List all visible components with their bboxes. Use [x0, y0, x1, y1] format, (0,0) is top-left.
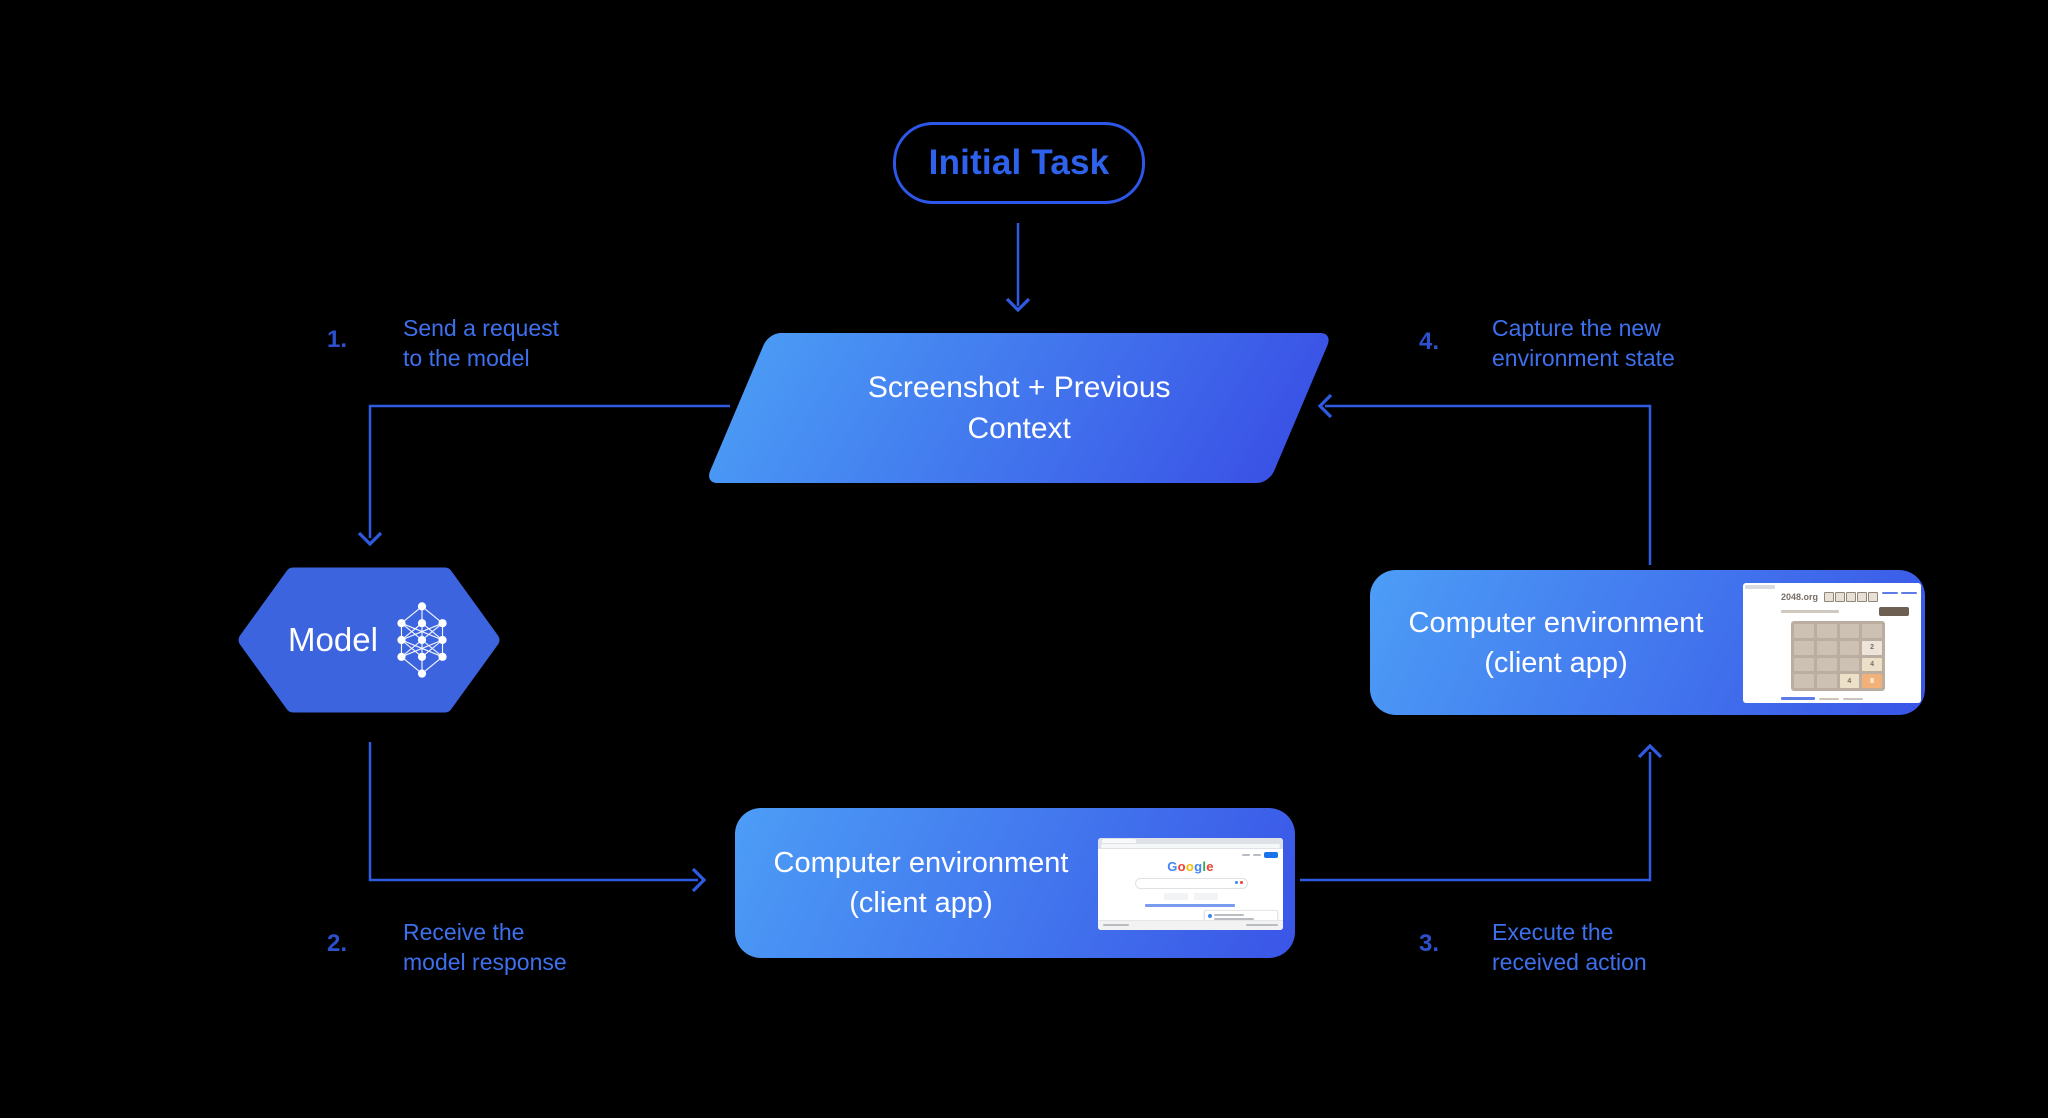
- blur-text-bar: [1103, 924, 1129, 926]
- initial-task-label: Initial Task: [928, 143, 1110, 182]
- blur-text-bar: [1246, 924, 1278, 926]
- browser-chrome: [1098, 838, 1283, 849]
- step-2-label: Receive the model response: [403, 919, 567, 975]
- computer-environment-label: Computer environment (client app): [1408, 606, 1704, 679]
- game-subheader: [1781, 607, 1909, 616]
- arrow-context-to-model: [368, 404, 730, 538]
- step-3-label: Execute the received action: [1492, 919, 1647, 975]
- address-bar: [1101, 844, 1280, 848]
- browser-tab: [1745, 585, 1775, 589]
- model-node: Model: [238, 567, 500, 713]
- blur-text-bar: [1843, 697, 1863, 700]
- screenshot-context-label: Screenshot + Previous Context: [867, 371, 1171, 445]
- browser-tab: [1102, 839, 1136, 843]
- blur-text-bar: [1819, 697, 1839, 700]
- score-boxes: [1824, 592, 1879, 602]
- arrow-model-to-env: [368, 742, 698, 882]
- google-search-buttons: [1098, 893, 1283, 900]
- page-links: [1882, 592, 1917, 594]
- blur-text-bar: [1253, 854, 1261, 856]
- screenshot-context-node: Screenshot + Previous Context: [705, 333, 1333, 483]
- tile-4: 4: [1862, 657, 1882, 672]
- tile-4: 4: [1839, 674, 1860, 688]
- arrow-env-to-env-head: [1637, 743, 1663, 759]
- new-game-button: [1879, 607, 1909, 616]
- step-3-number: 3.: [1419, 930, 1440, 957]
- arrow-env-to-env: [1300, 752, 1652, 882]
- hexagon-shape: [238, 567, 500, 713]
- blur-text-bar: [1882, 592, 1898, 594]
- lens-icon: [1240, 881, 1243, 884]
- blur-text-bar: [1214, 914, 1244, 916]
- step-2-number: 2.: [327, 930, 348, 957]
- blur-text-bar: [1242, 854, 1250, 856]
- blur-text-bar: [1901, 592, 1917, 594]
- step-1-label: Send a request to the model: [403, 315, 560, 371]
- google-homepage-thumbnail: Google: [1098, 838, 1283, 930]
- blur-text-bar: [1781, 610, 1839, 613]
- model-label: Model: [288, 621, 378, 658]
- game-header: 2048.org: [1781, 592, 1879, 602]
- game-footer: [1781, 697, 1863, 700]
- step-1-number: 1.: [327, 326, 348, 353]
- feeling-lucky-button: [1193, 893, 1218, 900]
- tile-2: 2: [1862, 640, 1882, 655]
- google-footer: [1098, 920, 1283, 930]
- google-logo: Google: [1167, 859, 1214, 874]
- blur-link-bar: [1781, 697, 1815, 700]
- site-title: 2048.org: [1781, 592, 1819, 602]
- language-links: [1145, 904, 1235, 907]
- step-4-number: 4.: [1419, 328, 1440, 355]
- google-header-links: [1242, 852, 1278, 858]
- initial-task-node: Initial Task: [893, 122, 1145, 204]
- mic-icon: [1235, 881, 1238, 884]
- arrow-env-to-context: [1325, 404, 1652, 565]
- google-search-button: [1163, 893, 1188, 900]
- search-input: [1135, 878, 1248, 889]
- arrow-context-to-model-head: [357, 531, 383, 547]
- neural-network-icon: [397, 602, 447, 678]
- step-4-label: Capture the new environment state: [1492, 315, 1675, 371]
- sign-in-button: [1264, 852, 1278, 858]
- tile-8: 8: [1862, 674, 1882, 688]
- computer-environment-label: Computer environment (client app): [773, 847, 1069, 919]
- arrow-task-to-context-head: [1005, 297, 1031, 313]
- blur-text-bar: [1214, 918, 1254, 920]
- arrow-model-to-env-head: [691, 867, 707, 893]
- computer-environment-node-right: Computer environment (client app) 2048.o…: [1370, 570, 1925, 715]
- arrow-env-to-context-head: [1317, 393, 1333, 419]
- google-g-icon: [1208, 914, 1212, 918]
- computer-environment-node-bottom: Computer environment (client app) Google: [735, 808, 1295, 958]
